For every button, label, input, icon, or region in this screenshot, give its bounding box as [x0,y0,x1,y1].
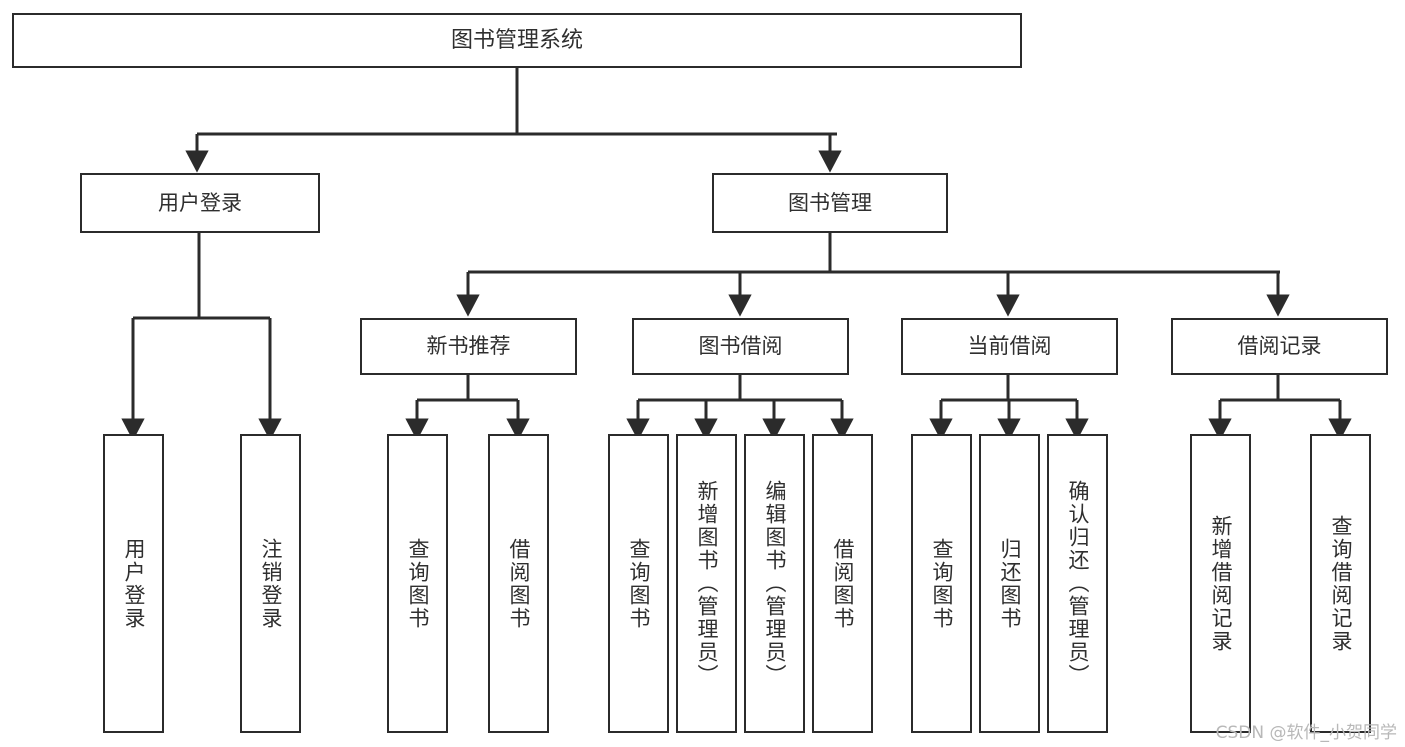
node-leaf-edit-book[interactable]: 编辑图书（管理员） [744,434,805,733]
node-leaf-add-record-label: 新增借阅记录 [1209,514,1233,653]
node-new-book-recommend-label: 新书推荐 [426,334,511,359]
node-leaf-add-book[interactable]: 新增图书（管理员） [676,434,737,733]
node-leaf-return-book-label: 归还图书 [998,537,1022,630]
node-book-borrow-label: 图书借阅 [698,334,783,359]
node-leaf-confirm-return[interactable]: 确认归还（管理员） [1047,434,1108,733]
node-leaf-query-book-3[interactable]: 查询图书 [911,434,972,733]
node-book-manage[interactable]: 图书管理 [712,173,948,233]
node-leaf-query-book-1-label: 查询图书 [406,537,430,630]
node-leaf-query-record[interactable]: 查询借阅记录 [1310,434,1371,733]
node-leaf-user-login-label: 用户登录 [122,537,146,630]
node-book-borrow[interactable]: 图书借阅 [632,318,849,375]
node-leaf-borrow-book-1[interactable]: 借阅图书 [488,434,549,733]
node-user-login-label: 用户登录 [158,190,242,215]
csdn-watermark: CSDN @软件_小贺同学 [1215,723,1397,743]
node-current-borrow-label: 当前借阅 [967,334,1052,359]
node-leaf-borrow-book-2[interactable]: 借阅图书 [812,434,873,733]
node-current-borrow[interactable]: 当前借阅 [901,318,1118,375]
node-leaf-logout[interactable]: 注销登录 [240,434,301,733]
node-leaf-query-book-2[interactable]: 查询图书 [608,434,669,733]
node-leaf-return-book[interactable]: 归还图书 [979,434,1040,733]
node-leaf-user-login[interactable]: 用户登录 [103,434,164,733]
node-leaf-query-book-1[interactable]: 查询图书 [387,434,448,733]
node-leaf-edit-book-label: 编辑图书（管理员） [763,480,787,687]
node-leaf-add-record[interactable]: 新增借阅记录 [1190,434,1251,733]
node-leaf-confirm-return-label: 确认归还（管理员） [1066,480,1090,687]
node-leaf-borrow-book-1-label: 借阅图书 [507,537,531,630]
node-leaf-borrow-book-2-label: 借阅图书 [831,537,855,630]
node-new-book-recommend[interactable]: 新书推荐 [360,318,577,375]
node-book-manage-label: 图书管理 [788,190,872,215]
node-root[interactable]: 图书管理系统 [12,13,1022,68]
node-leaf-add-book-label: 新增图书（管理员） [695,480,719,687]
node-leaf-query-record-label: 查询借阅记录 [1329,514,1353,653]
node-borrow-record[interactable]: 借阅记录 [1171,318,1388,375]
node-leaf-query-book-3-label: 查询图书 [930,537,954,630]
node-leaf-logout-label: 注销登录 [259,537,283,630]
node-root-label: 图书管理系统 [450,27,583,53]
node-borrow-record-label: 借阅记录 [1237,334,1322,359]
node-leaf-query-book-2-label: 查询图书 [627,537,651,630]
node-user-login[interactable]: 用户登录 [80,173,320,233]
